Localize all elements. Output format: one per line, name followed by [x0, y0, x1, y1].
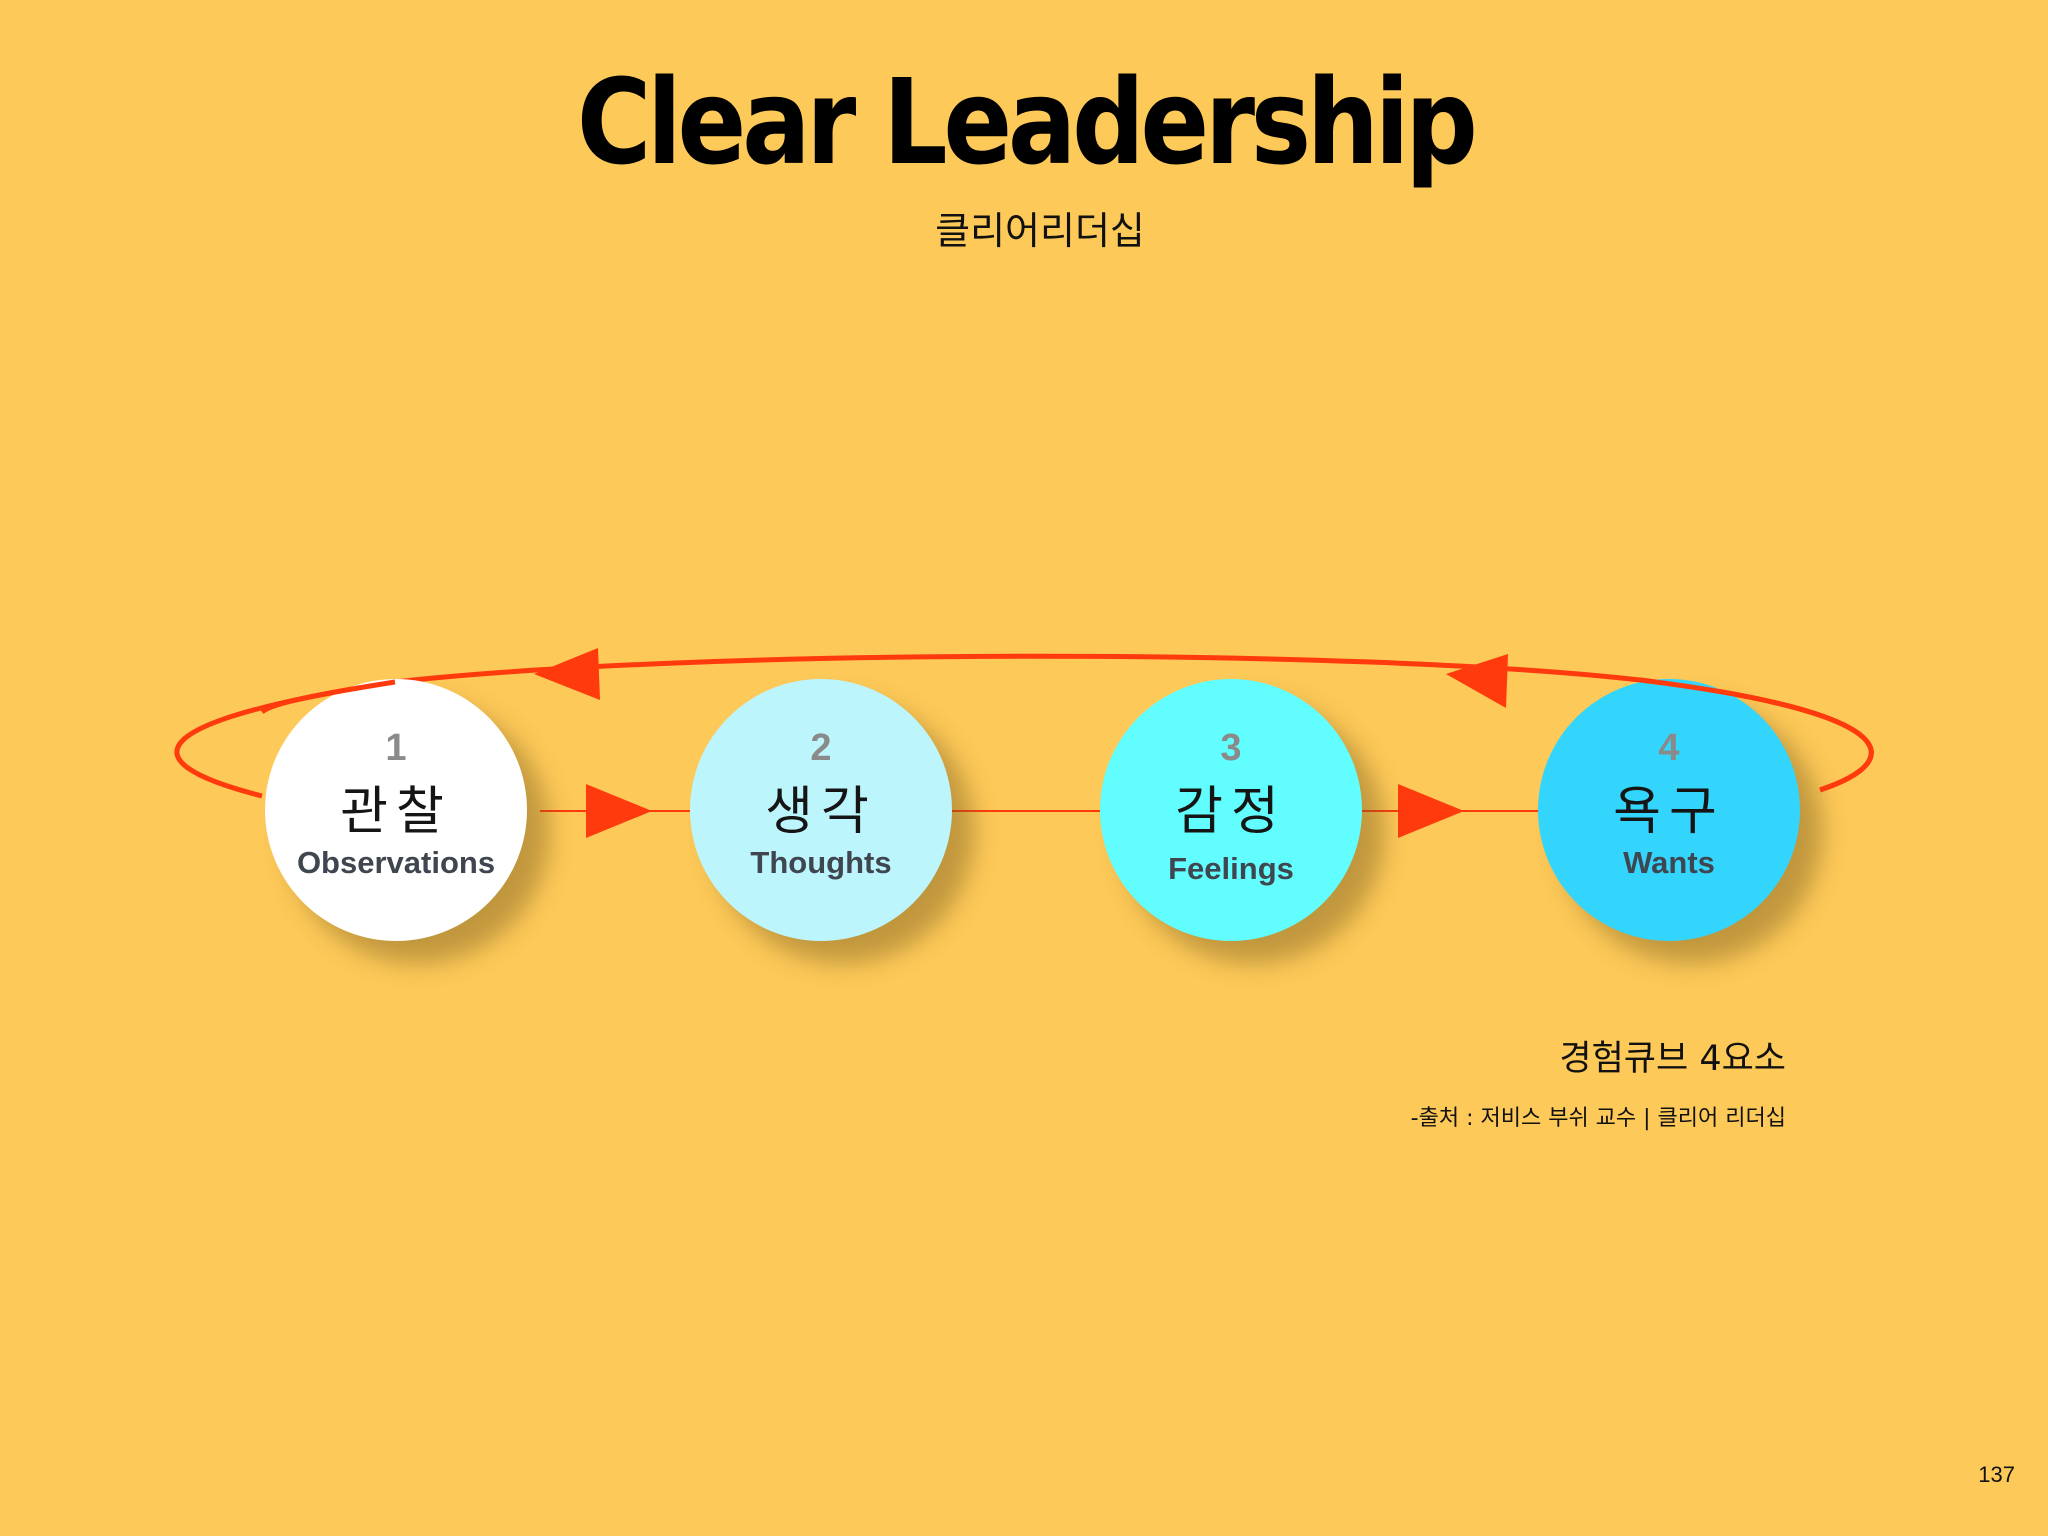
node-feelings: 3 감정 Feelings — [1100, 679, 1362, 941]
node-korean-label: 감정 — [1175, 782, 1287, 842]
forward-arrowhead-2 — [1398, 784, 1464, 838]
node-observations: 1 관찰 Observations — [265, 679, 527, 941]
node-number: 3 — [1220, 727, 1242, 769]
source-citation: -출처 : 저비스 부쉬 교수 | 클리어 리더십 — [1410, 1106, 1786, 1131]
node-thoughts: 2 생각 Thoughts — [690, 679, 952, 941]
node-number: 4 — [1658, 727, 1680, 769]
node-english-label: Wants — [1623, 845, 1715, 880]
page-number: 137 — [1978, 1462, 2015, 1487]
page-title: Clear Leadership — [576, 53, 1478, 191]
node-number: 1 — [385, 727, 407, 769]
node-english-label: Observations — [296, 845, 496, 880]
node-english-label: Feelings — [1168, 851, 1294, 886]
loop-arrowhead-right — [1446, 654, 1508, 708]
node-wants: 4 욕구 Wants — [1538, 679, 1800, 941]
node-number: 2 — [810, 727, 832, 769]
loop-arrowhead-left — [534, 648, 600, 700]
node-korean-label: 관찰 — [340, 782, 452, 842]
node-korean-label: 생각 — [765, 782, 877, 842]
forward-arrowhead-1 — [586, 784, 652, 838]
diagram-caption: 경험큐브 4요소 — [1559, 1039, 1786, 1079]
node-korean-label: 욕구 — [1613, 782, 1725, 842]
page-subtitle: 클리어리더십 — [935, 209, 1145, 253]
node-english-label: Thoughts — [750, 845, 892, 880]
